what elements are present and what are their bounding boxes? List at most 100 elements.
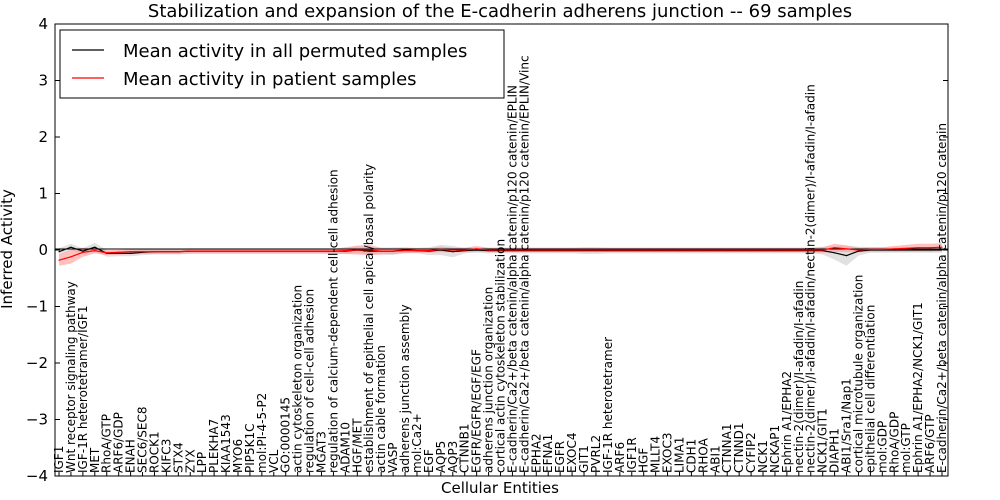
- data-point: [129, 251, 132, 253]
- x-tick-label: establishment of epithelial cell apical/…: [362, 164, 376, 473]
- data-point: [845, 255, 848, 257]
- data-point: [714, 249, 716, 251]
- x-tick-label: epithelial cell differentiation: [863, 305, 877, 473]
- data-point: [774, 249, 776, 251]
- x-tick-label: Wnt receptor signaling pathway: [64, 281, 78, 473]
- data-point: [476, 249, 478, 251]
- data-point: [189, 250, 191, 252]
- x-tick-label: HGF: [637, 448, 651, 473]
- x-tick-label: CDH1: [684, 439, 698, 473]
- x-tick-label: NCKAP1: [768, 425, 782, 473]
- data-point: [738, 249, 740, 251]
- x-tick-label: LIMA1: [673, 437, 687, 473]
- y-tick-label: −4: [26, 467, 48, 485]
- y-tick-label: −1: [26, 298, 48, 316]
- legend-label-patient: Mean activity in patient samples: [123, 69, 417, 90]
- x-tick-label: regulation of calcium-dependent cell-cel…: [326, 169, 340, 473]
- data-point: [416, 249, 418, 252]
- y-tick-label: 3: [38, 72, 48, 90]
- data-point: [857, 250, 860, 252]
- x-tick-label: EGFR: [553, 441, 567, 473]
- chart-title: Stabilization and expansion of the E-cad…: [148, 1, 852, 22]
- data-point: [476, 248, 478, 250]
- x-tick-label: adherens junction assembly: [398, 304, 412, 473]
- plot-frame: [54, 23, 949, 477]
- data-point: [750, 249, 752, 251]
- x-tick-label: mol:GDP: [875, 421, 889, 473]
- x-tick-label: IGF1R: [625, 437, 639, 473]
- data-point: [487, 249, 490, 251]
- x-tick-label: NCK1: [756, 440, 770, 473]
- data-point: [917, 249, 919, 251]
- data-point: [368, 250, 370, 252]
- data-point: [690, 249, 693, 251]
- legend-label-permuted: Mean activity in all permuted samples: [123, 41, 467, 62]
- x-tick-label: MYO6: [231, 439, 245, 473]
- x-tick-label: NCK1/GIT1: [816, 408, 830, 473]
- data-point: [893, 248, 895, 250]
- data-point: [726, 249, 728, 251]
- data-point: [94, 249, 96, 252]
- data-point: [905, 247, 907, 249]
- x-tick-label: PIP5K1C: [243, 423, 257, 473]
- x-tick-label: VCL: [267, 449, 281, 473]
- legend-box: [59, 29, 505, 99]
- data-point: [583, 249, 585, 251]
- data-point: [344, 249, 346, 252]
- data-point: [273, 250, 275, 252]
- data-point: [619, 249, 621, 251]
- data-point: [165, 251, 167, 253]
- data-point: [798, 249, 800, 251]
- data-point: [129, 252, 132, 254]
- data-point: [917, 247, 919, 249]
- x-tick-label: IGF-1R heterotetramer: [601, 337, 615, 473]
- data-point: [332, 250, 335, 252]
- data-point: [70, 256, 72, 258]
- data-point: [929, 247, 931, 249]
- data-point: [595, 249, 597, 251]
- data-point: [523, 249, 525, 251]
- x-tick-label: ROCK1: [148, 431, 162, 473]
- x-tick-label: HGF/MET: [350, 418, 364, 473]
- data-point: [547, 249, 549, 251]
- y-tick-label: 4: [38, 15, 48, 33]
- data-point: [678, 249, 681, 251]
- data-point: [118, 251, 120, 253]
- data-point: [464, 249, 466, 251]
- data-point: [237, 250, 239, 252]
- data-point: [905, 249, 907, 251]
- x-tick-label: SEC6/SEC8: [136, 407, 150, 473]
- y-tick-label: 2: [38, 128, 48, 146]
- data-point: [285, 250, 287, 252]
- x-tick-label: RHOA: [696, 437, 710, 473]
- x-tick-label: EXOC4: [565, 433, 579, 474]
- x-tick-label: PVRL2: [589, 435, 603, 473]
- y-tick-label: 1: [38, 185, 48, 203]
- data-point: [857, 249, 860, 251]
- x-tick-label: MET: [88, 447, 102, 473]
- y-tick-label: −3: [26, 411, 48, 429]
- data-point: [655, 249, 657, 251]
- x-tick-label: PLEKHA7: [207, 419, 221, 473]
- x-tick-label: ZYX: [183, 449, 197, 473]
- x-tick-label: GIT1: [577, 445, 591, 473]
- data-point: [535, 249, 537, 251]
- data-point: [643, 249, 645, 251]
- x-tick-label: RhoA/GTP: [100, 414, 114, 473]
- x-tick-label: KIFC3: [159, 439, 173, 473]
- x-tick-label: KIAA1543: [219, 414, 233, 473]
- data-point: [834, 247, 836, 249]
- data-point: [607, 249, 609, 251]
- data-point: [249, 250, 251, 252]
- data-point: [106, 252, 108, 254]
- series-lines: [58, 246, 943, 261]
- x-tick-label: ABI1: [708, 445, 722, 473]
- data-point: [58, 259, 60, 261]
- data-point: [225, 250, 227, 252]
- x-tick-label: EXOC3: [661, 433, 675, 474]
- data-point: [845, 248, 848, 250]
- data-point: [153, 251, 156, 253]
- data-point: [893, 249, 895, 251]
- data-point: [70, 246, 72, 248]
